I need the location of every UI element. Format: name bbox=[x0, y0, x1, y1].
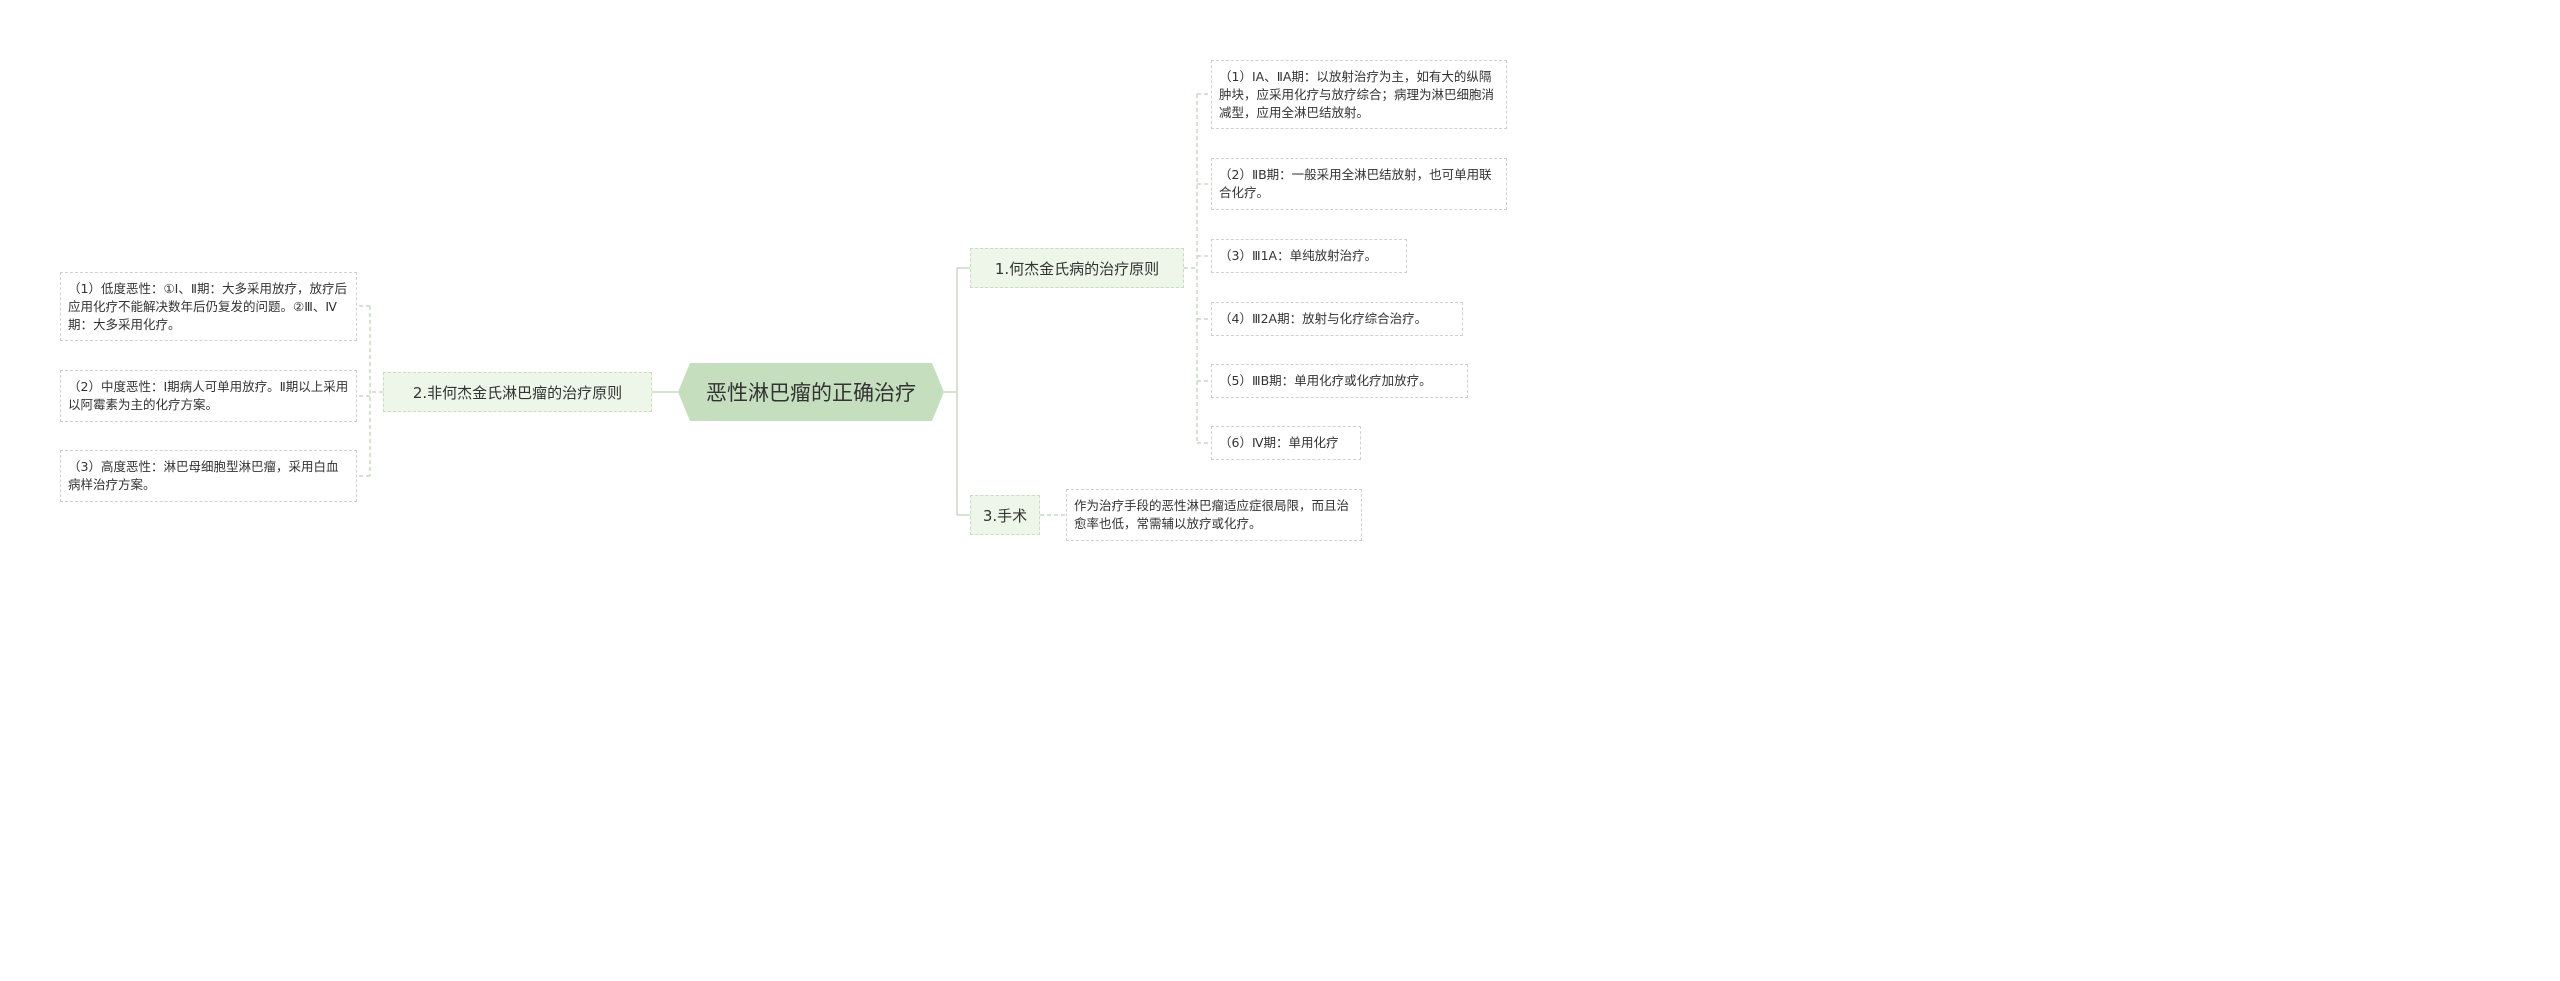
leaf-hodgkin-3-text: （3）Ⅲ1A：单纯放射治疗。 bbox=[1219, 248, 1378, 263]
leaf-non-hodgkin-2-text: （2）中度恶性：Ⅰ期病人可单用放疗。Ⅱ期以上采用以阿霉素为主的化疗方案。 bbox=[68, 379, 349, 412]
branch-surgery-label: 3.手术 bbox=[982, 506, 1028, 525]
leaf-non-hodgkin-1[interactable]: （1）低度恶性：①Ⅰ、Ⅱ期：大多采用放疗，放疗后应用化疗不能解决数年后仍复发的问… bbox=[60, 272, 357, 341]
connector-lines bbox=[357, 93, 1211, 516]
leaf-hodgkin-2-text: （2）ⅡB期：一般采用全淋巴结放射，也可单用联合化疗。 bbox=[1219, 167, 1492, 200]
leaf-hodgkin-4[interactable]: （4）Ⅲ2A期：放射与化疗综合治疗。 bbox=[1211, 302, 1463, 336]
branch-surgery[interactable]: 3.手术 bbox=[970, 495, 1040, 535]
branch-hodgkin[interactable]: 1.何杰金氏病的治疗原则 bbox=[970, 248, 1184, 288]
leaf-non-hodgkin-1-text: （1）低度恶性：①Ⅰ、Ⅱ期：大多采用放疗，放疗后应用化疗不能解决数年后仍复发的问… bbox=[68, 280, 347, 332]
leaf-hodgkin-5-text: （5）ⅢB期：单用化疗或化疗加放疗。 bbox=[1219, 373, 1432, 388]
branch-non-hodgkin-label: 2.非何杰金氏淋巴瘤的治疗原则 bbox=[412, 383, 623, 402]
leaf-hodgkin-5[interactable]: （5）ⅢB期：单用化疗或化疗加放疗。 bbox=[1211, 364, 1468, 398]
leaf-non-hodgkin-3-text: （3）高度恶性：淋巴母细胞型淋巴瘤，采用白血病样治疗方案。 bbox=[68, 459, 339, 492]
leaf-hodgkin-6[interactable]: （6）Ⅳ期：单用化疗 bbox=[1211, 426, 1361, 460]
leaf-hodgkin-4-text: （4）Ⅲ2A期：放射与化疗综合治疗。 bbox=[1219, 311, 1428, 326]
leaf-hodgkin-1-text: （1）ⅠA、ⅡA期：以放射治疗为主，如有大的纵隔肿块，应采用化疗与放疗综合；病理… bbox=[1219, 68, 1495, 120]
root-topic[interactable]: 恶性淋巴瘤的正确治疗 bbox=[678, 363, 944, 421]
branch-hodgkin-label: 1.何杰金氏病的治疗原则 bbox=[994, 259, 1160, 278]
root-topic-label: 恶性淋巴瘤的正确治疗 bbox=[706, 381, 916, 405]
leaf-hodgkin-1[interactable]: （1）ⅠA、ⅡA期：以放射治疗为主，如有大的纵隔肿块，应采用化疗与放疗综合；病理… bbox=[1211, 60, 1507, 129]
leaf-surgery-1-text: 作为治疗手段的恶性淋巴瘤适应症很局限，而且治愈率也低，常需辅以放疗或化疗。 bbox=[1074, 498, 1350, 531]
leaf-hodgkin-2[interactable]: （2）ⅡB期：一般采用全淋巴结放射，也可单用联合化疗。 bbox=[1211, 158, 1507, 210]
branch-non-hodgkin[interactable]: 2.非何杰金氏淋巴瘤的治疗原则 bbox=[383, 372, 652, 412]
leaf-hodgkin-3[interactable]: （3）Ⅲ1A：单纯放射治疗。 bbox=[1211, 239, 1407, 273]
leaf-hodgkin-6-text: （6）Ⅳ期：单用化疗 bbox=[1219, 435, 1339, 450]
leaf-non-hodgkin-2[interactable]: （2）中度恶性：Ⅰ期病人可单用放疗。Ⅱ期以上采用以阿霉素为主的化疗方案。 bbox=[60, 370, 357, 422]
leaf-non-hodgkin-3[interactable]: （3）高度恶性：淋巴母细胞型淋巴瘤，采用白血病样治疗方案。 bbox=[60, 450, 357, 502]
leaf-surgery-1[interactable]: 作为治疗手段的恶性淋巴瘤适应症很局限，而且治愈率也低，常需辅以放疗或化疗。 bbox=[1066, 489, 1362, 541]
